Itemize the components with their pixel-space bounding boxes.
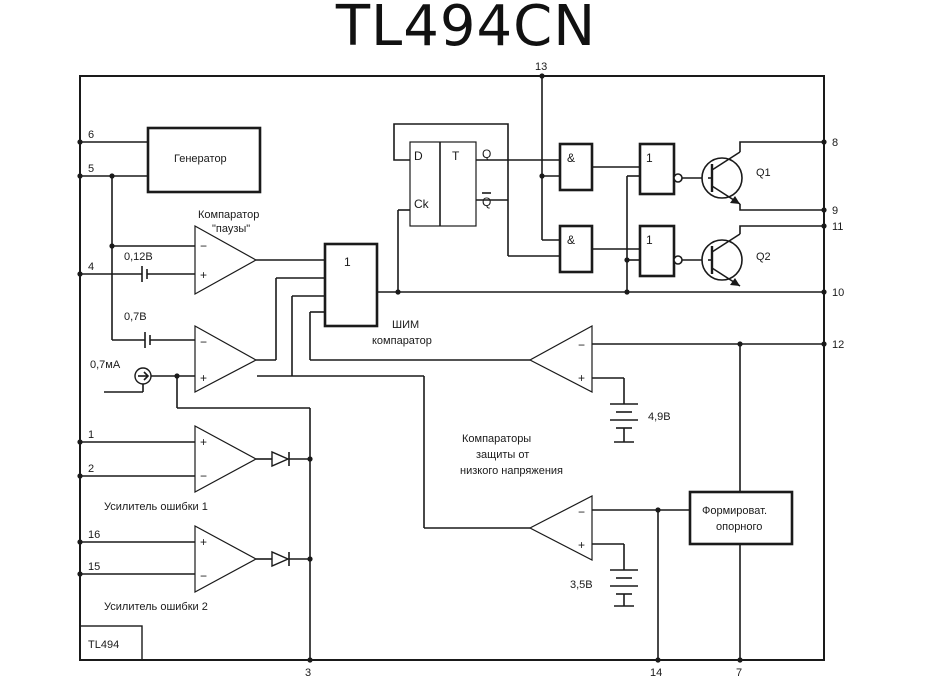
- error-amplifier-2: [194, 524, 258, 594]
- protection-label-2: защиты от: [476, 449, 529, 461]
- pin-7: 7: [736, 667, 742, 679]
- pause-comparator-sublabel: "паузы": [212, 223, 250, 235]
- svg-text:+: +: [200, 268, 207, 282]
- svg-text:+: +: [578, 371, 585, 385]
- error-amplifier-1: [194, 424, 258, 494]
- pwm-label: ШИМ: [392, 319, 419, 331]
- reference-label-1: Формироват.: [702, 505, 767, 517]
- pin-3: 3: [305, 667, 311, 679]
- and-gate-1: [558, 142, 594, 192]
- svg-text:Q: Q: [482, 195, 491, 209]
- svg-text:+: +: [578, 538, 585, 552]
- chip-label-box: [79, 625, 143, 661]
- pin-2: 2: [88, 463, 94, 475]
- svg-text:−: −: [578, 338, 585, 352]
- flip-flop: [409, 141, 477, 227]
- error-amp-2-label: Усилитель ошибки 2: [104, 601, 208, 613]
- svg-text:−: −: [578, 505, 585, 519]
- svg-text:+: +: [200, 435, 207, 449]
- pin-13: 13: [535, 61, 547, 73]
- error-amp-1-label: Усилитель ошибки 1: [104, 501, 208, 513]
- pin-8: 8: [832, 137, 838, 149]
- protection-label-3: низкого напряжения: [460, 465, 563, 477]
- generator-label: Генератор: [174, 153, 227, 165]
- q1-label: Q1: [756, 167, 771, 179]
- generator-block: [146, 126, 262, 194]
- nor-gate-2: [638, 224, 676, 278]
- protection-comparator-2: [528, 495, 593, 561]
- pwm-comparator: [194, 324, 258, 393]
- svg-text:&: &: [567, 151, 575, 165]
- chip-outline: [79, 75, 825, 661]
- svg-text:1: 1: [646, 151, 653, 165]
- pin-9: 9: [832, 205, 838, 217]
- v07-label: 0,7В: [124, 311, 147, 323]
- pause-comparator: [194, 224, 258, 296]
- svg-text:1: 1: [646, 233, 653, 247]
- pin-11: 11: [832, 221, 843, 233]
- svg-text:1: 1: [344, 255, 351, 269]
- svg-text:−: −: [200, 239, 207, 253]
- svg-text:T: T: [452, 149, 460, 163]
- svg-text:−: −: [200, 335, 207, 349]
- pwm-sublabel: компаратор: [372, 335, 432, 347]
- and-gate-2: [558, 224, 594, 274]
- protection-label-1: Компараторы: [462, 433, 531, 445]
- reference-block: [688, 490, 794, 546]
- svg-text:+: +: [200, 371, 207, 385]
- svg-text:−: −: [200, 569, 207, 583]
- svg-text:D: D: [414, 149, 423, 163]
- svg-text:Ck: Ck: [414, 197, 430, 211]
- pin-10: 10: [832, 287, 844, 299]
- pin-4: 4: [88, 261, 94, 273]
- protection-comparator-1: [528, 324, 593, 393]
- pin-6: 6: [88, 129, 94, 141]
- v35-label: 3,5В: [570, 579, 593, 591]
- svg-text:−: −: [200, 469, 207, 483]
- or-gate: [323, 242, 379, 328]
- i07-label: 0,7мА: [90, 359, 121, 371]
- q2-label: Q2: [756, 251, 771, 263]
- diode-1-icon: [271, 450, 290, 468]
- pin-14: 14: [650, 667, 662, 679]
- svg-text:+: +: [200, 535, 207, 549]
- v012-label: 0,12В: [124, 251, 153, 263]
- diode-2-icon: [271, 550, 290, 568]
- pin-5: 5: [88, 163, 94, 175]
- svg-text:Q: Q: [482, 147, 491, 161]
- diagram-title: TL494CN: [335, 0, 597, 59]
- pause-comparator-label: Компаратор: [198, 209, 259, 221]
- pin-15: 15: [88, 561, 100, 573]
- pin-12: 12: [832, 339, 844, 351]
- chip-label: TL494: [88, 639, 119, 651]
- v49-label: 4,9В: [648, 411, 671, 423]
- svg-text:&: &: [567, 233, 575, 247]
- reference-label-2: опорного: [716, 521, 762, 533]
- pin-16: 16: [88, 529, 100, 541]
- pin-1: 1: [88, 429, 94, 441]
- nor-gate-1: [638, 142, 676, 196]
